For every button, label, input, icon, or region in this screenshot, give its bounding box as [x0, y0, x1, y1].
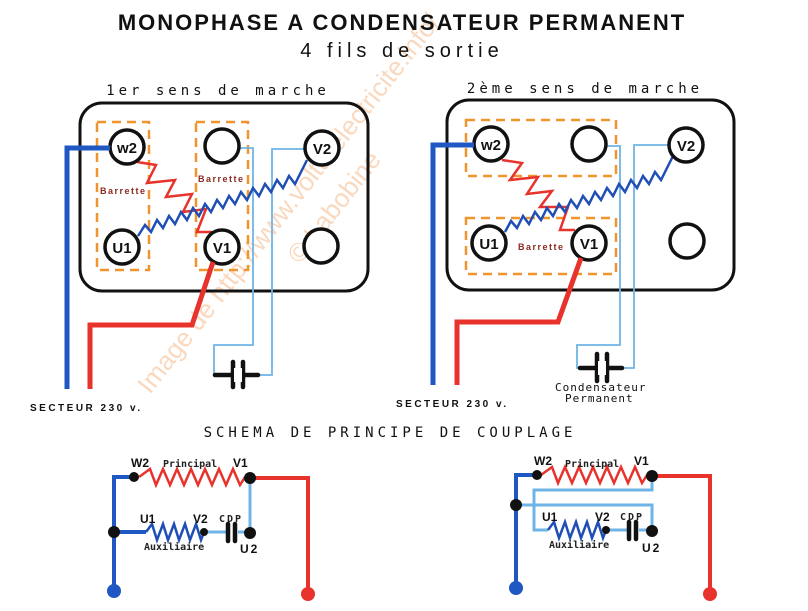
node — [602, 526, 610, 534]
barrette-top — [464, 118, 618, 178]
capacitor — [212, 359, 261, 390]
phase-line — [250, 476, 310, 590]
barrette-label: Barrette — [100, 186, 147, 196]
svg-text:U1: U1 — [479, 236, 498, 253]
svg-text:V2: V2 — [677, 138, 695, 155]
principal-winding — [138, 465, 247, 489]
capacitor — [577, 351, 625, 384]
phase-line — [652, 474, 712, 592]
auxiliary-winding — [547, 518, 608, 542]
phase-terminal — [703, 587, 717, 601]
node — [129, 472, 139, 482]
svg-text:V1: V1 — [580, 236, 598, 253]
node — [244, 472, 256, 484]
label-cdp: CDP — [620, 512, 644, 523]
terminal-u1: U1 — [470, 224, 508, 262]
svg-text:U1: U1 — [112, 240, 131, 257]
terminal-empty — [570, 125, 608, 163]
terminal-empty — [203, 127, 241, 165]
principal-winding — [501, 158, 575, 232]
node — [646, 525, 658, 537]
terminal-w2: w2 — [472, 125, 510, 163]
svg-text:V2: V2 — [313, 141, 331, 158]
terminal-w2: w2 — [108, 128, 146, 166]
supply-label: SECTEUR 230 v. — [396, 399, 509, 410]
barrette-label: Barrette — [198, 174, 245, 184]
capacitor-label: Permanent — [565, 392, 634, 405]
supply-neutral-wire — [64, 145, 110, 389]
supply-phase-wire — [87, 261, 216, 389]
label-principal: Principal — [565, 458, 619, 470]
supply-phase-wire — [454, 257, 584, 385]
auxiliary-winding — [503, 155, 675, 233]
watermark-url: Image de http://www.volta-electricite.in… — [131, 7, 446, 398]
schematic-right: W2 Principal V1 U1 V2 CDP Auxiliaire U2 — [509, 454, 717, 601]
label-v1: V1 — [233, 456, 248, 470]
label-u1: U1 — [542, 510, 558, 524]
principal-winding — [136, 160, 212, 234]
label-w2: W2 — [131, 456, 149, 470]
diagram-1: 1er sens de marche Barrette Barrette w2 … — [30, 83, 370, 414]
principal-winding — [540, 463, 649, 487]
label-u2: U2 — [240, 542, 259, 556]
node — [646, 470, 658, 482]
diagram-2-heading: 2ème sens de marche — [467, 81, 703, 97]
terminal-u1: U1 — [103, 228, 141, 266]
label-principal: Principal — [163, 458, 217, 470]
node — [532, 470, 542, 480]
terminal-empty — [302, 227, 340, 265]
terminal-v2: V2 — [667, 126, 705, 164]
schematic-left: W2 Principal V1 U1 V2 CDP Auxiliaire U2 — [107, 456, 315, 601]
neutral-terminal — [107, 584, 121, 598]
neutral-terminal — [509, 581, 523, 595]
phase-terminal — [301, 587, 315, 601]
auxiliary-winding — [136, 159, 309, 237]
diagram-1-heading: 1er sens de marche — [106, 83, 330, 99]
capacitor-label: Condensateur — [555, 381, 646, 394]
terminal-v1: V1 — [570, 224, 608, 262]
barrette-left — [95, 120, 151, 272]
neutral-line — [514, 473, 537, 587]
page-subtitle: 4 fils de sortie — [300, 40, 503, 62]
label-w2: W2 — [534, 454, 552, 468]
supply-neutral-wire — [430, 142, 474, 385]
label-v2: V2 — [595, 510, 610, 524]
svg-text:V1: V1 — [213, 240, 231, 257]
diagram-2: 2ème sens de marche Barrette w2 V2 U1 — [396, 81, 736, 410]
page-title: MONOPHASE A CONDENSATEUR PERMANENT — [118, 10, 686, 35]
node — [510, 499, 522, 511]
neutral-line — [112, 475, 134, 590]
node — [244, 527, 256, 539]
label-cdp: CDP — [219, 514, 243, 525]
label-v2: V2 — [193, 512, 208, 526]
label-auxiliaire: Auxiliaire — [549, 539, 609, 551]
terminal-box — [78, 101, 370, 293]
svg-text:w2: w2 — [480, 137, 501, 154]
terminal-box — [445, 98, 736, 292]
terminal-empty — [668, 222, 706, 260]
watermark: © Labobine Image de http://www.volta-ele… — [131, 7, 446, 398]
terminal-v1: V1 — [203, 228, 241, 266]
label-u1: U1 — [140, 512, 156, 526]
supply-label: SECTEUR 230 v. — [30, 403, 143, 414]
schema-heading: SCHEMA DE PRINCIPE DE COUPLAGE — [204, 425, 577, 441]
label-auxiliaire: Auxiliaire — [144, 541, 204, 553]
node — [108, 526, 120, 538]
label-v1: V1 — [634, 454, 649, 468]
node — [200, 528, 208, 536]
svg-text:w2: w2 — [116, 140, 137, 157]
auxiliary-winding — [145, 520, 206, 544]
label-u2: U2 — [642, 541, 661, 555]
barrette-label: Barrette — [518, 242, 565, 252]
terminal-v2: V2 — [303, 129, 341, 167]
